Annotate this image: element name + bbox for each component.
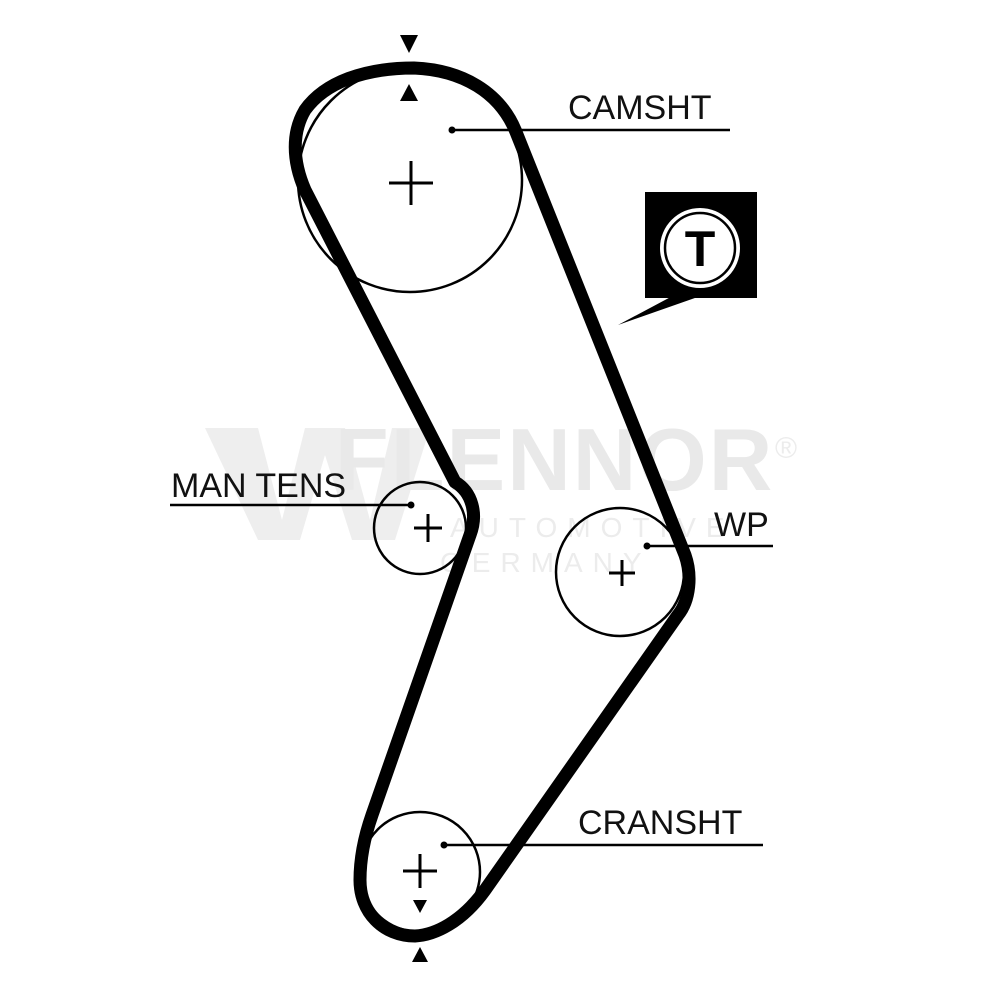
camshaft-outer-timing-mark-icon xyxy=(400,35,418,53)
crankshaft-center-cross-icon xyxy=(403,854,437,888)
crankshaft-leader-line xyxy=(440,841,763,849)
water-pump-label: WP xyxy=(714,506,769,544)
watermark-brand: FLENNOR xyxy=(335,410,774,509)
crankshaft-inner-timing-mark-icon xyxy=(413,900,427,913)
tensioner-center-cross-icon xyxy=(414,514,442,542)
tensioner-label: MAN TENS xyxy=(171,467,346,505)
timing-belt xyxy=(288,61,696,943)
tensioner-badge: T xyxy=(618,192,757,325)
water-pump-leader-line xyxy=(643,542,773,550)
camshaft-inner-timing-mark-icon xyxy=(400,84,418,101)
camshaft-label: CAMSHT xyxy=(568,89,712,127)
water-pump-center-cross-icon xyxy=(609,560,635,586)
watermark: FLENNOR ® AUTOMOTIVE GERMANY xyxy=(205,410,797,578)
crankshaft-label: CRANSHT xyxy=(578,804,742,842)
camshaft-center-cross-icon xyxy=(389,161,433,205)
watermark-line1: AUTOMOTIVE xyxy=(450,512,735,543)
camshaft-leader-line xyxy=(448,126,730,134)
watermark-logo-icon xyxy=(205,428,430,540)
crankshaft-outer-timing-mark-icon xyxy=(412,947,428,962)
tensioner-leader-line xyxy=(170,501,415,509)
watermark-registered: ® xyxy=(775,432,797,465)
watermark-line2: GERMANY xyxy=(440,547,652,578)
tensioner-badge-letter: T xyxy=(685,221,716,277)
